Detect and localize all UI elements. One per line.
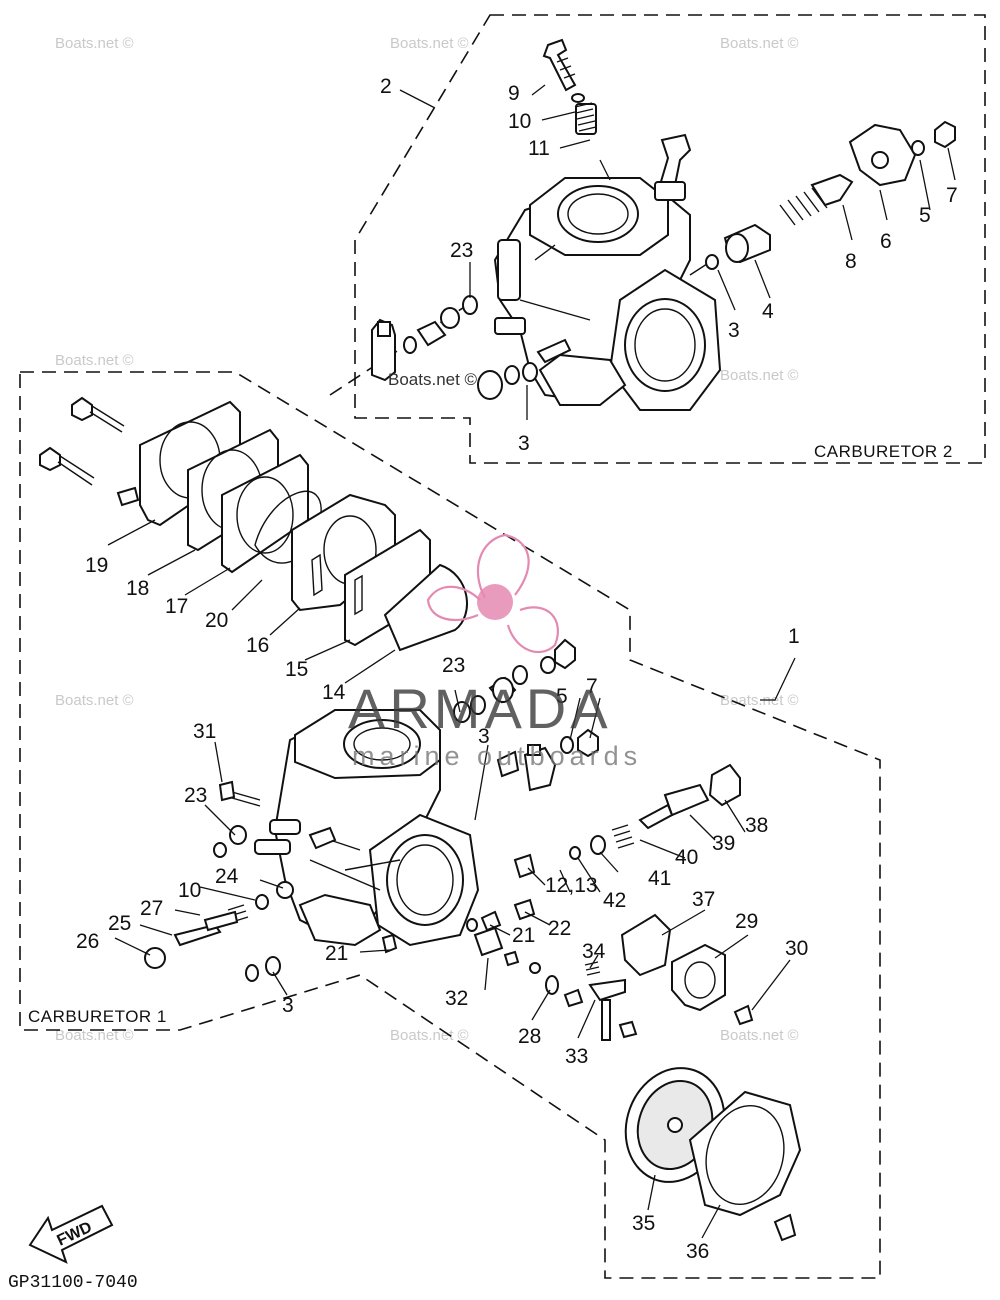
- propeller-logo-icon: [426, 533, 559, 654]
- callout-8: 8: [845, 250, 857, 273]
- callout-34: 34: [582, 940, 606, 963]
- callout-5: 5: [556, 685, 568, 708]
- callout-32: 32: [445, 987, 468, 1010]
- fwd-arrow: FWD: [28, 1204, 114, 1264]
- callout-33: 33: [565, 1045, 588, 1068]
- callout-12-13: 12,13: [545, 874, 598, 897]
- carburetor-1-small-parts: [144, 638, 638, 1041]
- watermark: Boats.net ©: [720, 692, 799, 709]
- callout-11: 11: [528, 137, 550, 160]
- carburetor-2-small-parts: [371, 38, 956, 400]
- callout-23: 23: [450, 239, 473, 262]
- intake-stack: [39, 396, 468, 652]
- callout-30: 30: [785, 937, 808, 960]
- watermark: Boats.net ©: [720, 1027, 799, 1044]
- watermark: Boats.net ©: [720, 367, 799, 384]
- callout-15: 15: [285, 658, 308, 681]
- callout-14: 14: [322, 681, 346, 704]
- brand-tagline: marine outboards: [352, 741, 642, 771]
- callout-27: 27: [140, 897, 163, 920]
- callout-35: 35: [632, 1212, 655, 1235]
- callout-3: 3: [282, 994, 294, 1017]
- callout-10: 10: [508, 110, 531, 133]
- callout-25: 25: [108, 912, 131, 935]
- intake-callouts: 19 18 17 20 16 15 14: [85, 554, 346, 704]
- callout-7: 7: [586, 675, 598, 698]
- carburetor-1-body: [254, 709, 480, 947]
- carburetor-1-outline: CARBURETOR 1: [19, 371, 881, 1279]
- callout-19: 19: [85, 554, 108, 577]
- carburetor-2-callouts: 2 9 10 11 23 3 4 5 6 7 8 3: [380, 75, 958, 455]
- carburetor-1-leaders: [114, 657, 796, 1239]
- callout-36: 36: [686, 1240, 709, 1263]
- callout-41: 41: [648, 867, 671, 890]
- watermark: Boats.net ©: [720, 35, 799, 52]
- callout-3: 3: [478, 725, 490, 748]
- callout-37: 37: [692, 888, 715, 911]
- watermark: Boats.net ©: [55, 352, 134, 369]
- callout-1: 1: [788, 625, 800, 648]
- callout-23: 23: [184, 784, 207, 807]
- carburetor-2-outline: CARBURETOR 2: [354, 14, 986, 464]
- callout-2: 2: [380, 75, 392, 98]
- brand-name: ARMADA: [348, 677, 612, 740]
- callout-22: 22: [548, 917, 571, 940]
- callout-40: 40: [675, 846, 698, 869]
- watermark-layer: Boats.net © Boats.net © Boats.net © Boat…: [55, 35, 799, 1044]
- watermark: Boats.net ©: [390, 1027, 469, 1044]
- watermark: Boats.net ©: [390, 35, 469, 52]
- callout-7: 7: [946, 184, 958, 207]
- carburetor-2-body: [493, 133, 722, 411]
- armada-logo: ARMADA marine outboards: [348, 533, 642, 771]
- callout-21: 21: [512, 924, 535, 947]
- watermark: Boats.net ©: [55, 692, 134, 709]
- carburetor-2-leaders: [399, 84, 956, 420]
- callout-21: 21: [325, 942, 348, 965]
- callout-5: 5: [919, 204, 931, 227]
- callout-4: 4: [762, 300, 774, 323]
- carburetor-1-label: CARBURETOR 1: [28, 1007, 167, 1026]
- watermark: Boats.net ©: [55, 35, 134, 52]
- callout-31: 31: [193, 720, 216, 743]
- callout-3: 3: [728, 319, 740, 342]
- carburetor-2-label: CARBURETOR 2: [814, 442, 953, 461]
- diagram-code: GP31100-7040: [8, 1273, 138, 1293]
- callout-17: 17: [165, 595, 188, 618]
- callout-42: 42: [603, 889, 626, 912]
- callout-39: 39: [712, 832, 735, 855]
- callout-6: 6: [880, 230, 892, 253]
- callout-10: 10: [178, 879, 201, 902]
- callout-3: 3: [518, 432, 530, 455]
- intake-leaders: [107, 519, 396, 684]
- callout-24: 24: [215, 865, 239, 888]
- watermark-center: Boats.net ©: [388, 370, 478, 389]
- watermark: Boats.net ©: [55, 1027, 134, 1044]
- callout-26: 26: [76, 930, 99, 953]
- callout-18: 18: [126, 577, 149, 600]
- callout-28: 28: [518, 1025, 541, 1048]
- callout-29: 29: [735, 910, 758, 933]
- callout-38: 38: [745, 814, 768, 837]
- callout-16: 16: [246, 634, 269, 657]
- right-side-parts: [569, 763, 802, 1242]
- callout-20: 20: [205, 609, 228, 632]
- carburetor-1-callouts: 1 23 5 7 3 31 23 24 10 27 25 26 3 21 21 …: [76, 625, 808, 1263]
- propeller-hub: [477, 584, 513, 620]
- callout-9: 9: [508, 82, 520, 105]
- callout-23: 23: [442, 654, 465, 677]
